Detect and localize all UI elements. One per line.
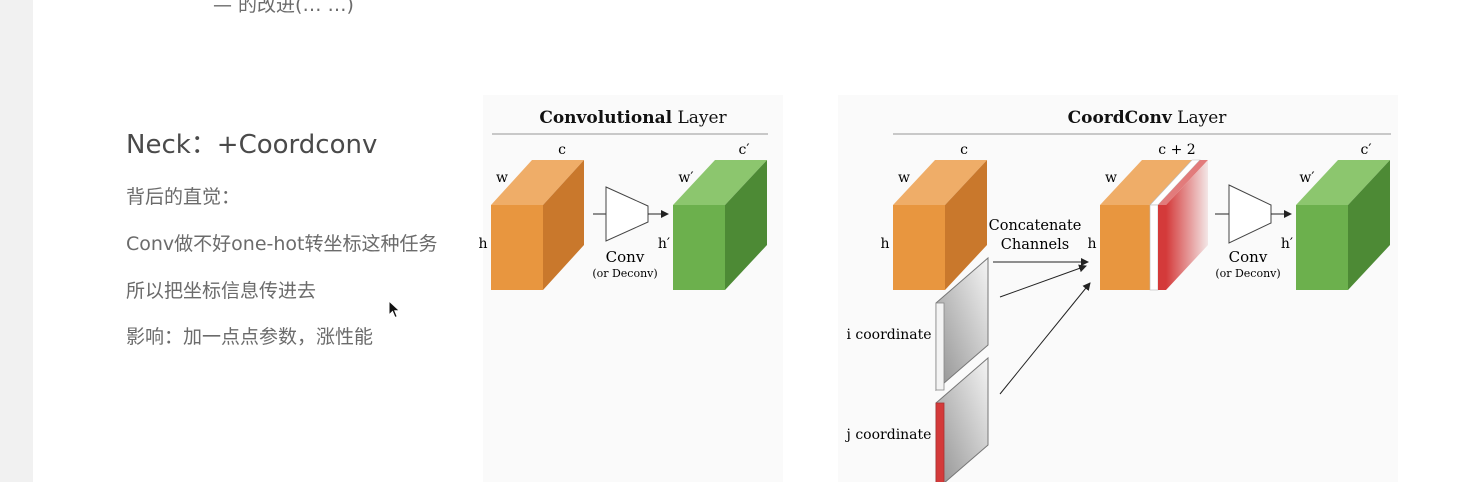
right-output-block	[1296, 160, 1390, 290]
right-conv-trapezoid	[1228, 184, 1272, 244]
j-coordinate-label: j coordinate	[845, 427, 932, 443]
concat-label-line2: Channels	[1001, 237, 1069, 253]
concat-arrow-j	[999, 282, 1091, 395]
right-conv-sublabel: (or Deconv)	[1215, 267, 1280, 280]
right-input-c-label: c	[960, 142, 968, 158]
left-conv-sublabel: (or Deconv)	[592, 267, 657, 280]
slide-heading: Neck：+Coordconv	[126, 130, 378, 160]
text-line-impact: 影响：加一点点参数，涨性能	[126, 326, 374, 348]
concat-label-line1: Concatenate	[989, 218, 1082, 234]
right-input-w-label: w	[898, 170, 910, 186]
left-input-h-label: h	[478, 236, 487, 252]
left-output-c-label: c′	[738, 142, 749, 158]
j-coordinate-slab	[935, 356, 989, 482]
right-panel-title: CoordConv Layer	[1068, 108, 1228, 128]
right-output-w-label: w′	[1299, 170, 1314, 186]
concat-w-label: w	[1105, 170, 1117, 186]
right-input-h-label: h	[880, 236, 889, 252]
left-panel-title: Convolutional Layer	[539, 108, 727, 128]
clipped-previous-text: — 的改进(… …)	[213, 0, 354, 16]
i-coordinate-slab	[935, 256, 989, 392]
left-conv-trapezoid	[605, 186, 649, 242]
left-input-w-label: w	[496, 170, 508, 186]
concat-block	[1100, 159, 1208, 291]
concat-h-label: h	[1087, 236, 1096, 252]
left-conv-label: Conv	[606, 248, 645, 266]
left-input-block	[491, 160, 584, 290]
right-input-block	[893, 160, 987, 290]
concat-c-label: c + 2	[1158, 142, 1195, 158]
left-output-h-label: h′	[658, 236, 670, 252]
i-coordinate-label: i coordinate	[846, 327, 931, 343]
left-input-c-label: c	[558, 142, 566, 158]
right-conv-label: Conv	[1229, 248, 1268, 266]
left-output-w-label: w′	[678, 170, 693, 186]
text-line-problem: Conv做不好one-hot转坐标这种任务	[126, 233, 438, 255]
right-output-c-label: c′	[1360, 142, 1371, 158]
mouse-cursor-icon	[388, 300, 401, 319]
right-output-h-label: h′	[1281, 236, 1293, 252]
text-line-intuition: 背后的直觉：	[126, 186, 241, 208]
concat-arrow-i	[999, 264, 1087, 298]
left-output-block	[673, 160, 767, 290]
text-line-solution: 所以把坐标信息传进去	[126, 280, 317, 302]
